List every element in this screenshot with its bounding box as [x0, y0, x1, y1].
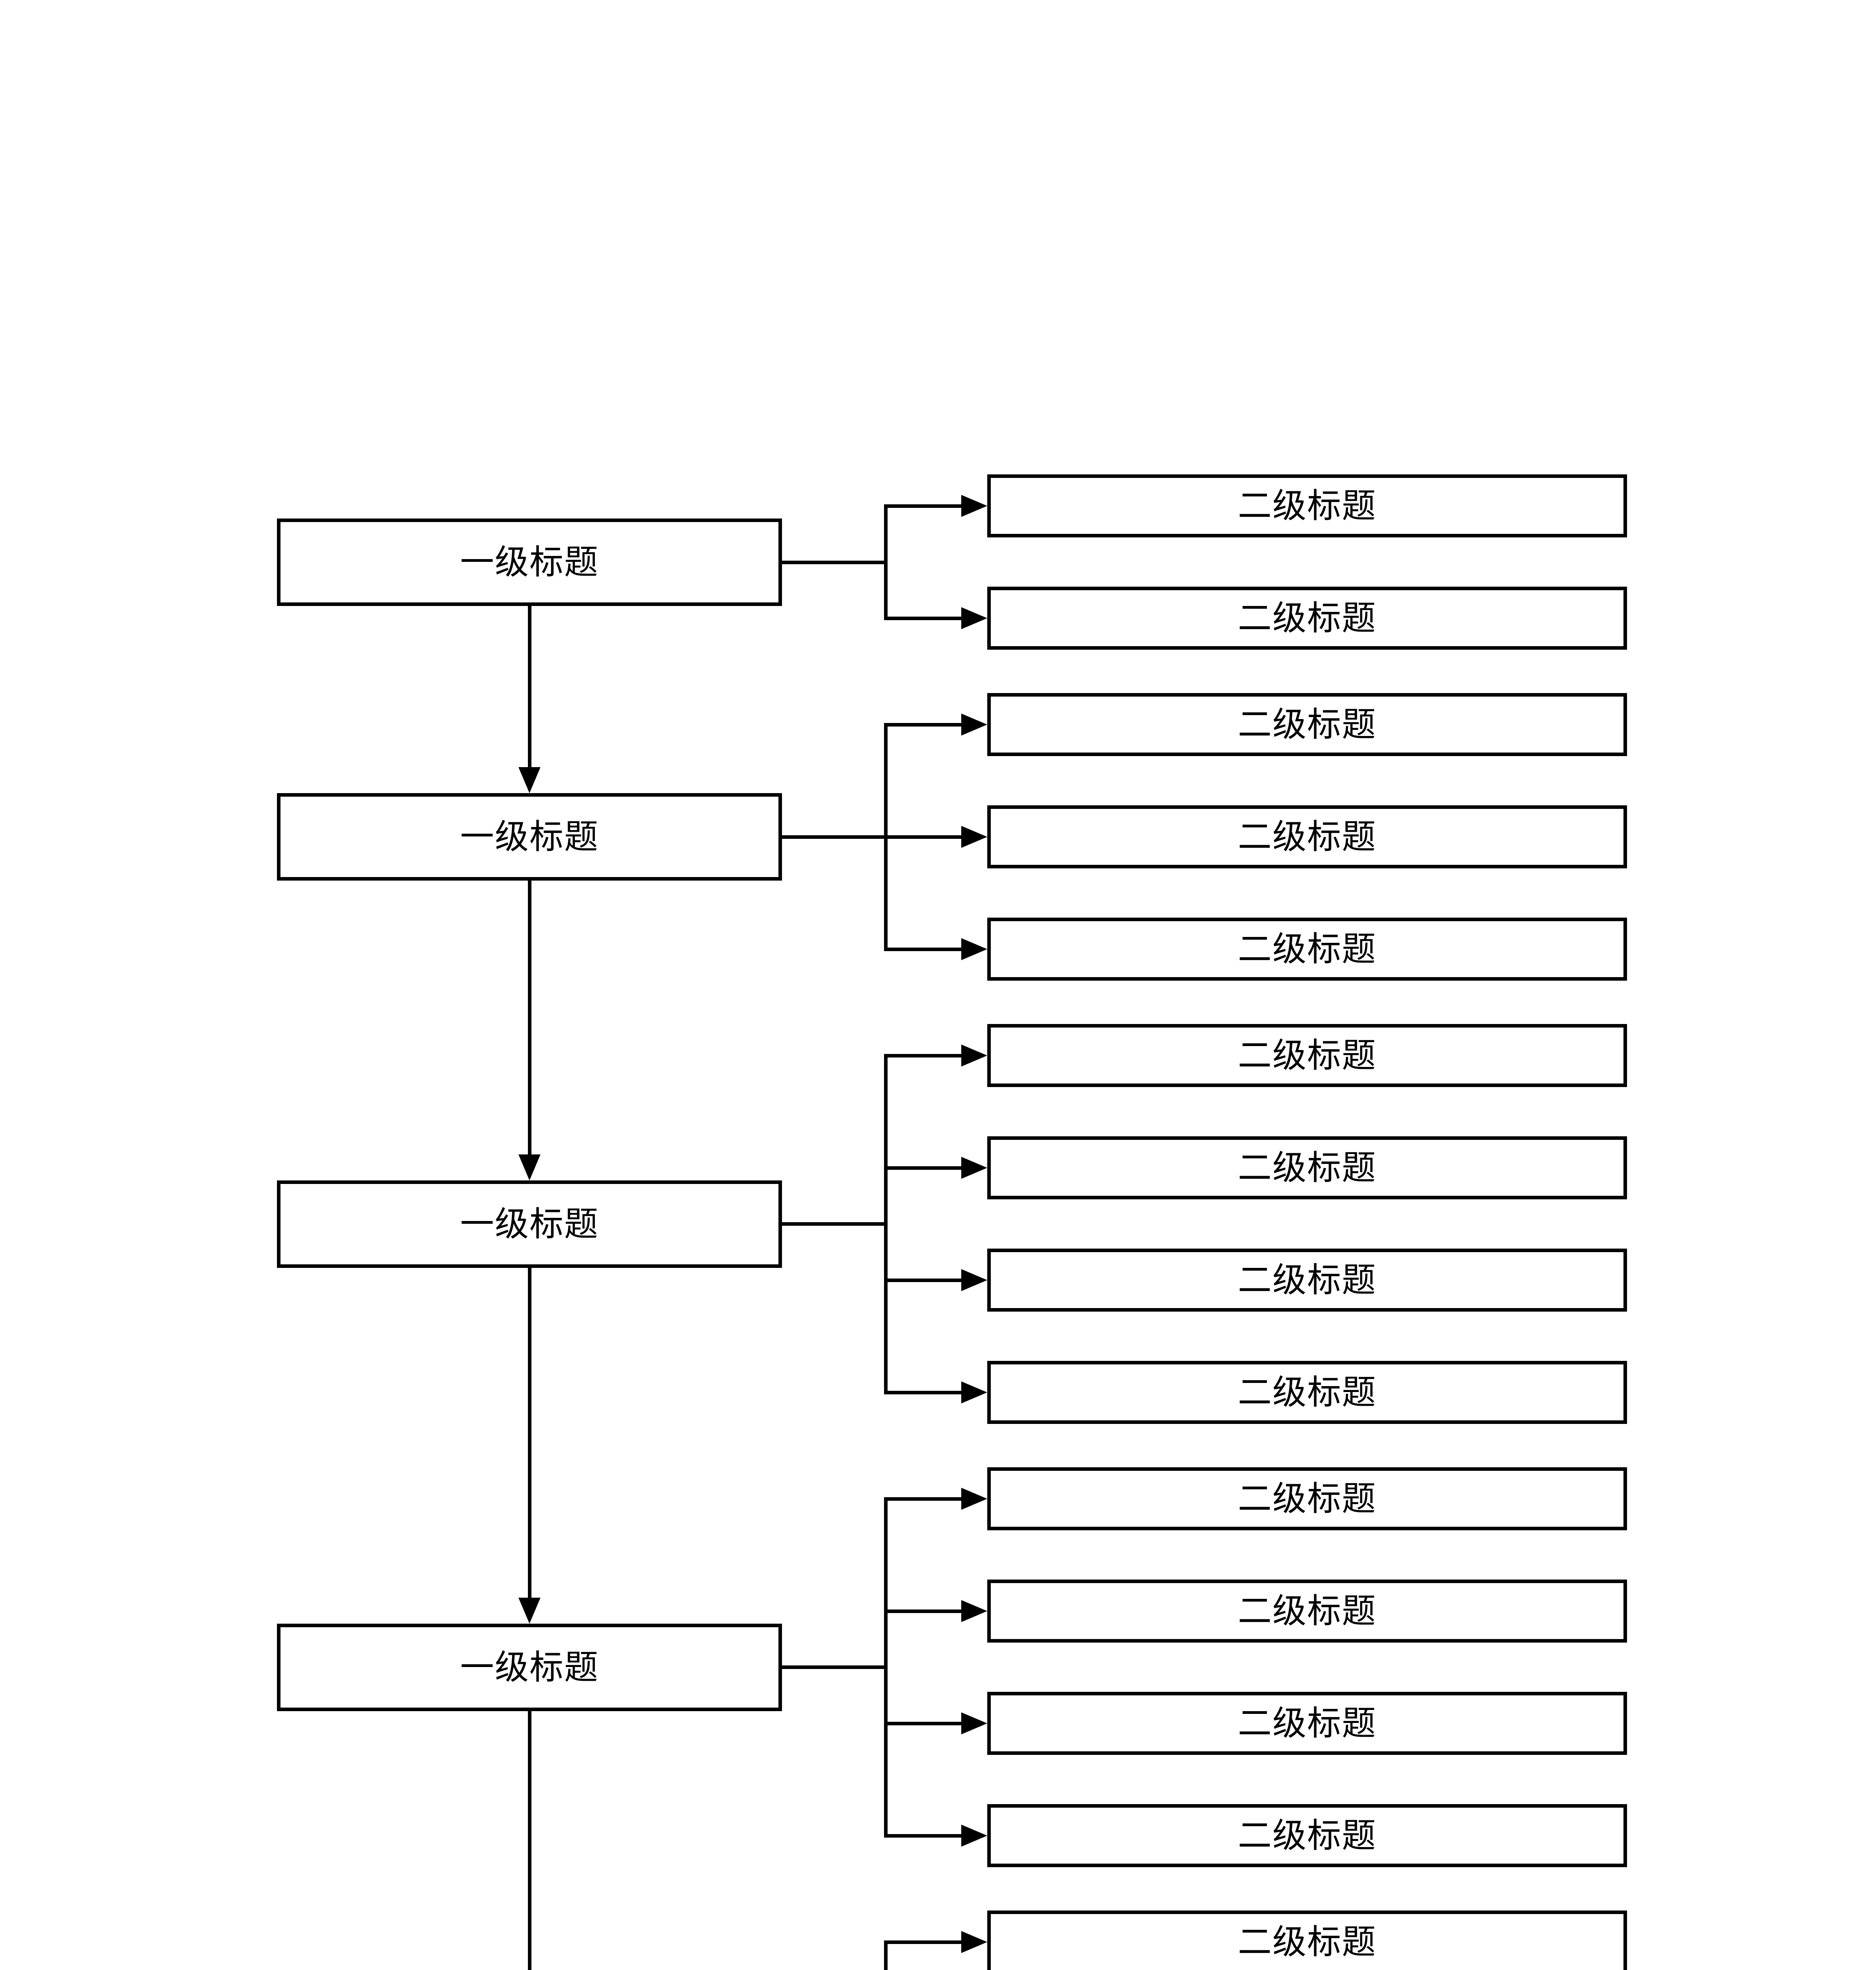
arrowhead-right-icon [961, 1157, 987, 1179]
level1-label: 一级标题 [460, 817, 599, 857]
arrowhead-right-icon [961, 1712, 987, 1734]
level2-label: 二级标题 [1238, 817, 1376, 857]
level2-box: 二级标题 [987, 1361, 1627, 1424]
level2-label: 二级标题 [1238, 1922, 1376, 1962]
arrowhead-right-icon [961, 1825, 987, 1847]
connector-hline [888, 835, 961, 839]
connector-vline [528, 1268, 531, 1598]
level2-label: 二级标题 [1238, 1373, 1376, 1412]
arrowhead-right-icon [961, 826, 987, 848]
connector-hline [782, 561, 888, 564]
connector-vline [528, 606, 531, 767]
arrowhead-right-icon [961, 1044, 987, 1067]
arrowhead-right-icon [961, 938, 987, 960]
level2-label: 二级标题 [1238, 1260, 1376, 1300]
level2-box: 二级标题 [987, 1249, 1627, 1312]
arrowhead-right-icon [961, 1931, 987, 1953]
connector-hline [888, 504, 961, 508]
level2-label: 二级标题 [1238, 705, 1376, 744]
connector-hline [888, 1054, 961, 1057]
connector-hline [888, 1279, 961, 1282]
arrowhead-right-icon [961, 1488, 987, 1510]
level2-box: 二级标题 [987, 805, 1627, 868]
connector-hline [888, 948, 961, 951]
level2-label: 二级标题 [1238, 1148, 1376, 1188]
level2-box: 二级标题 [987, 1024, 1627, 1087]
connector-hline [888, 723, 961, 727]
arrowhead-down-icon [518, 767, 541, 793]
level1-box: 一级标题 [277, 1624, 782, 1711]
connector-hline [888, 1497, 961, 1501]
arrowhead-right-icon [961, 607, 987, 629]
arrowhead-right-icon [961, 1269, 987, 1291]
level1-box: 一级标题 [277, 793, 782, 881]
arrowhead-right-icon [961, 1600, 987, 1622]
connector-bus [884, 1054, 888, 1394]
connector-hline [782, 1665, 888, 1669]
level2-box: 二级标题 [987, 1580, 1627, 1643]
connector-hline [888, 1391, 961, 1394]
connector-vline [528, 1711, 531, 1970]
arrowhead-down-icon [518, 1598, 541, 1624]
level2-box: 二级标题 [987, 1911, 1627, 1970]
level2-box: 二级标题 [987, 1804, 1627, 1867]
connector-bus [884, 723, 888, 951]
level2-box: 二级标题 [987, 1136, 1627, 1199]
level2-label: 二级标题 [1238, 486, 1376, 526]
connector-hline [782, 835, 888, 839]
level2-label: 二级标题 [1238, 1479, 1376, 1518]
level2-label: 二级标题 [1238, 929, 1376, 969]
level1-label: 一级标题 [460, 1648, 599, 1687]
level2-box: 二级标题 [987, 1467, 1627, 1530]
connector-bus [884, 1940, 888, 1970]
connector-bus [884, 504, 888, 620]
level2-label: 二级标题 [1238, 1036, 1376, 1075]
connector-hline [888, 1166, 961, 1170]
level1-label: 一级标题 [460, 1204, 599, 1244]
level2-label: 二级标题 [1238, 1591, 1376, 1631]
level2-box: 二级标题 [987, 474, 1627, 537]
level2-box: 二级标题 [987, 1692, 1627, 1755]
connector-hline [782, 1222, 888, 1226]
connector-hline [888, 1722, 961, 1725]
connector-hline [888, 1609, 961, 1613]
level2-label: 二级标题 [1238, 1704, 1376, 1743]
level2-label: 二级标题 [1238, 598, 1376, 638]
connector-hline [888, 617, 961, 620]
level1-box: 一级标题 [277, 1180, 782, 1268]
level2-box: 二级标题 [987, 693, 1627, 756]
level2-box: 二级标题 [987, 918, 1627, 981]
arrowhead-down-icon [518, 1154, 541, 1180]
connector-vline [528, 881, 531, 1154]
arrowhead-right-icon [961, 495, 987, 517]
level1-box: 一级标题 [277, 519, 782, 606]
arrowhead-right-icon [961, 1381, 987, 1403]
level2-box: 二级标题 [987, 587, 1627, 650]
connector-bus [884, 1497, 888, 1838]
level2-label: 二级标题 [1238, 1816, 1376, 1855]
connector-hline [888, 1940, 961, 1944]
arrowhead-right-icon [961, 714, 987, 736]
level1-label: 一级标题 [460, 543, 599, 582]
connector-hline [888, 1834, 961, 1838]
